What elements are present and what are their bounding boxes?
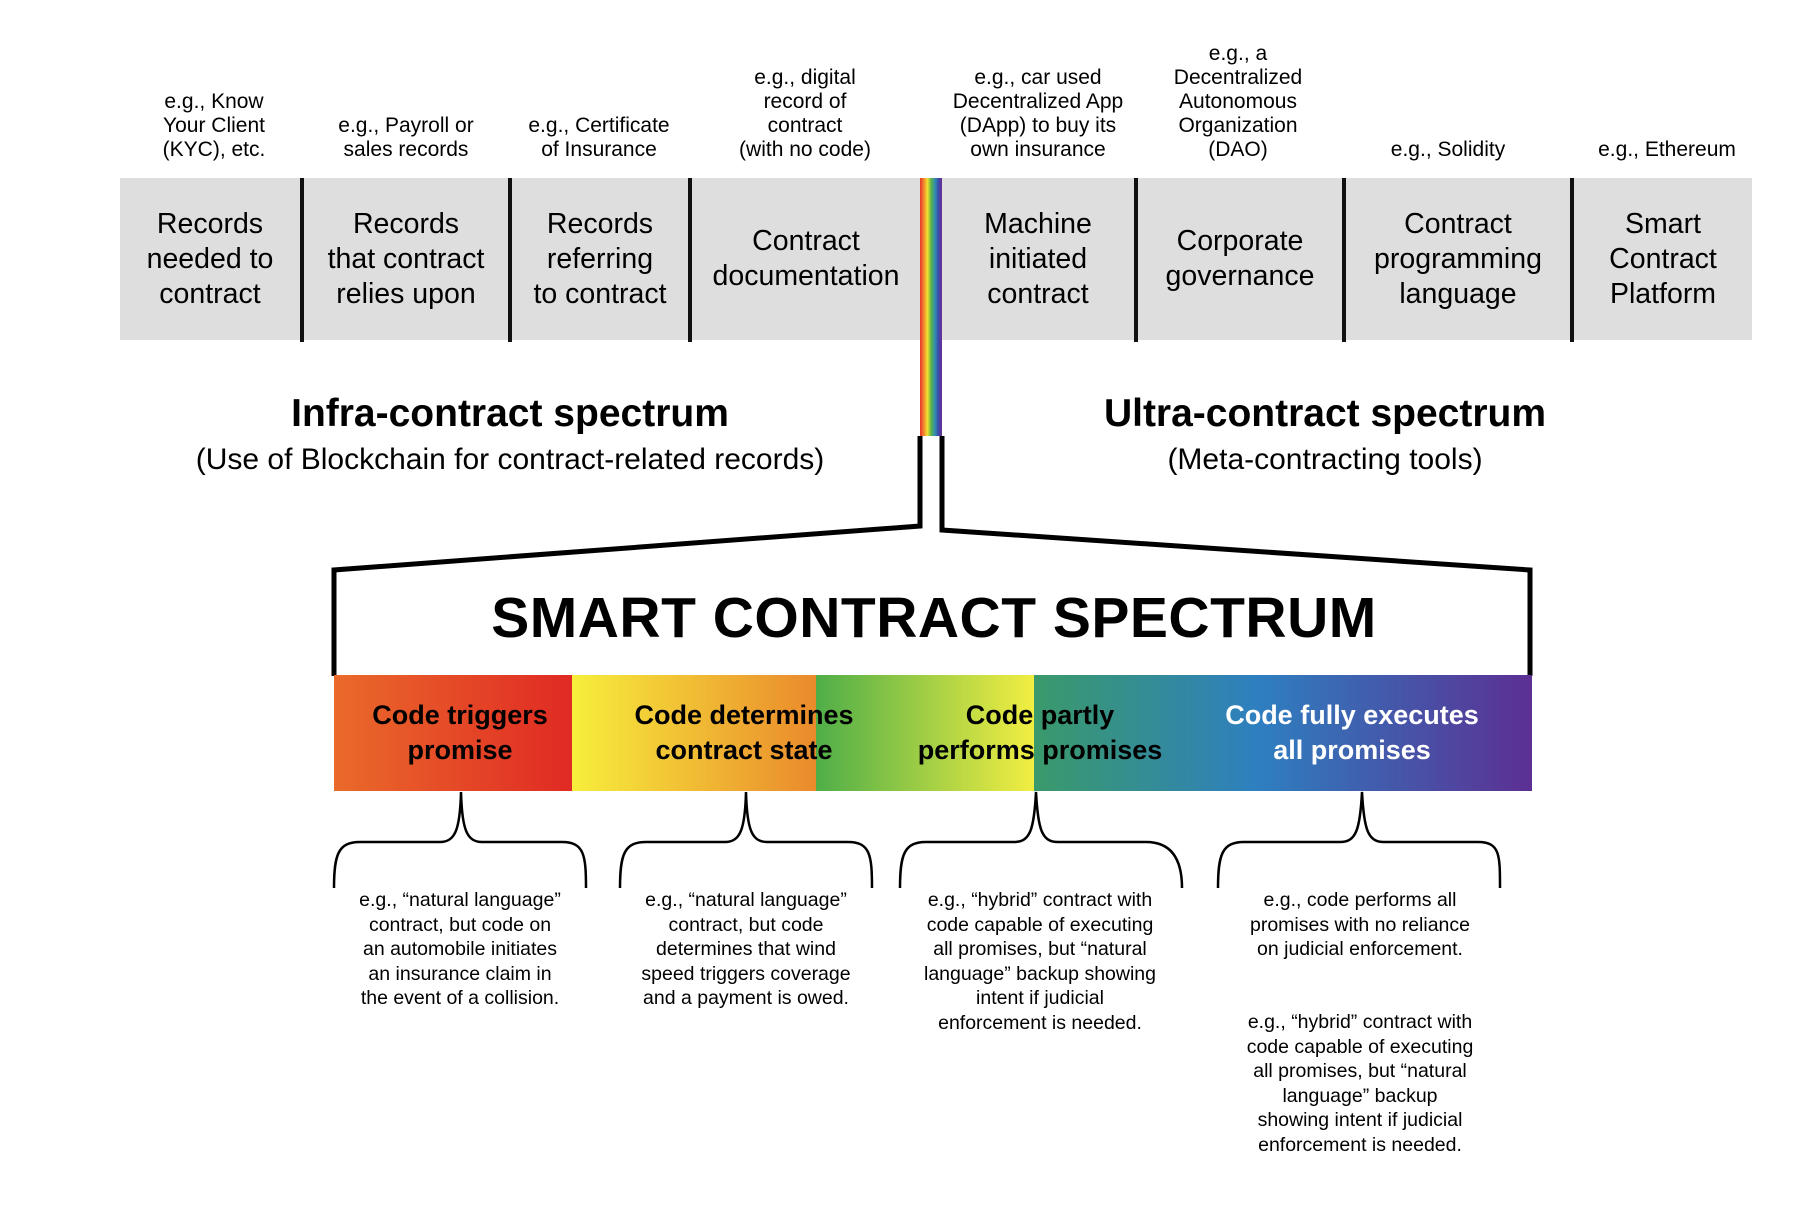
spectrum-band-segment-1 [334, 675, 572, 791]
example-text-dapp: e.g., car used Decentralized App (DApp) … [952, 66, 1124, 161]
cell-contract-programming: Contract programming language [1346, 178, 1570, 340]
cell-records-referring: Records referring to contract [512, 178, 688, 340]
example-text-payroll: e.g., Payroll or sales records [338, 114, 474, 161]
band-label-code-determines: Code determines contract state [634, 700, 854, 765]
cell-machine-initiated: Machine initiated contract [942, 178, 1134, 340]
example-text-ethereum: e.g., Ethereum [1598, 138, 1736, 161]
spectrum-band-segment-3 [816, 675, 1034, 791]
cell-contract-documentation: Contract documentation [692, 178, 920, 340]
cell-records-relied-upon: Records that contract relies upon [304, 178, 508, 340]
infra-spectrum-title: Infra-contract spectrum [291, 392, 729, 435]
smart-contract-spectrum-title: SMART CONTRACT SPECTRUM [491, 586, 1377, 650]
note-code-fully-executes: e.g., code performs all promises with no… [1249, 889, 1470, 960]
rainbow-strip [920, 178, 942, 436]
ultra-spectrum-title: Ultra-contract spectrum [1103, 392, 1547, 435]
cell-records-needed: Records needed to contract [120, 178, 300, 340]
example-text-kyc: e.g., Know Your Client (KYC), etc. [162, 90, 266, 161]
cell-smart-contract-platform: Smart Contract Platform [1574, 178, 1752, 340]
spectrum-band-segment-2 [572, 675, 816, 791]
note-hybrid-full-execution: e.g., “hybrid” contract with code capabl… [1246, 1011, 1474, 1156]
cell-divider [688, 178, 692, 342]
cell-divider [1570, 178, 1574, 342]
example-text-digital-record: e.g., digital record of contract (with n… [739, 66, 871, 161]
cell-divider [1134, 178, 1138, 342]
cell-divider [508, 178, 512, 342]
note-code-triggers: e.g., “natural language” contract, but c… [359, 889, 561, 1009]
spectrum-band-segment-4 [1034, 675, 1532, 791]
example-text-certificate: e.g., Certificate of Insurance [528, 114, 670, 161]
band-label-code-partly-performs: Code partly performs promises [917, 700, 1163, 765]
example-text-dao: e.g., a Decentralized Autonomous Organiz… [1173, 42, 1303, 161]
cell-divider [300, 178, 304, 342]
cell-corporate-governance: Corporate governance [1138, 178, 1342, 340]
example-text-solidity: e.g., Solidity [1390, 138, 1506, 161]
ultra-spectrum-subtitle: (Meta-contracting tools) [1167, 443, 1483, 476]
band-label-code-triggers: Code triggers promise [372, 700, 548, 765]
band-label-code-fully-executes: Code fully executes all promises [1225, 700, 1479, 765]
infra-spectrum-subtitle: (Use of Blockchain for contract-related … [195, 443, 825, 476]
note-code-partly-performs: e.g., “hybrid” contract with code capabl… [923, 889, 1156, 1034]
cell-divider [1342, 178, 1346, 342]
note-code-determines: e.g., “natural language” contract, but c… [641, 889, 851, 1009]
